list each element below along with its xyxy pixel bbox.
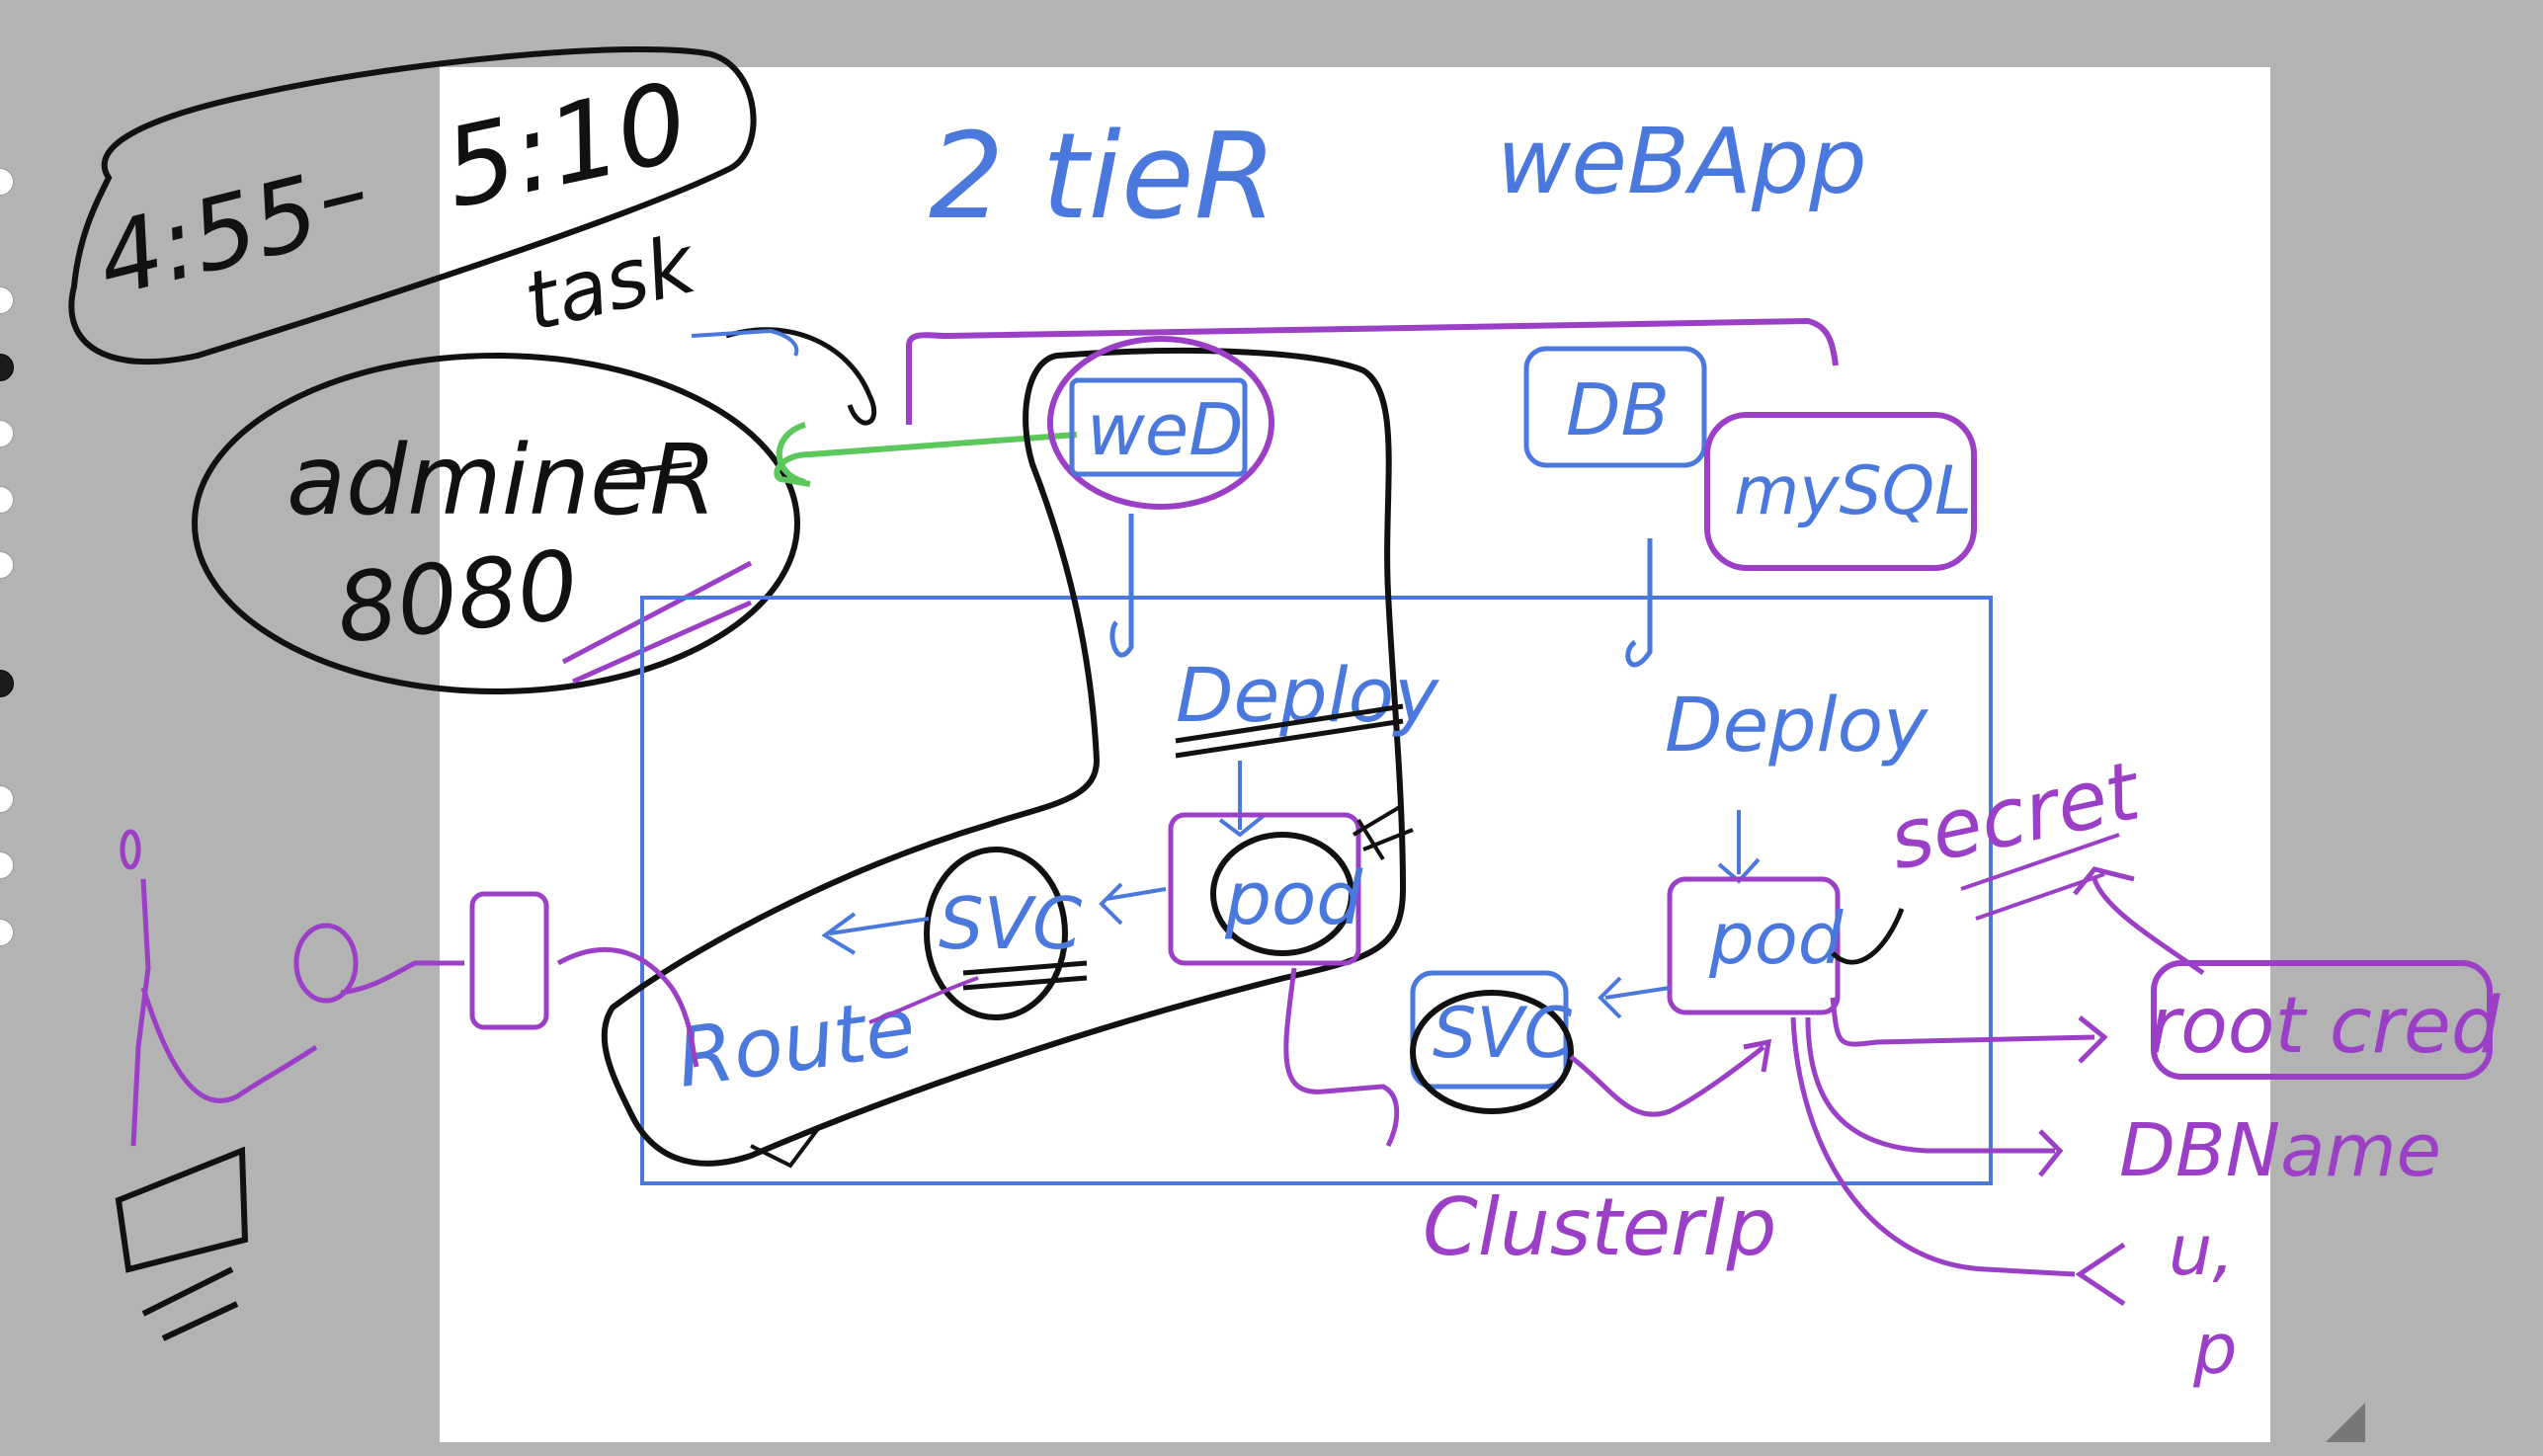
deploy-web-underline xyxy=(1175,703,1404,759)
svc-web-circle xyxy=(924,847,1068,1020)
pod-db-label: pod xyxy=(1708,897,1845,980)
web-node-box xyxy=(1069,377,1248,477)
web-to-deploy-arrow xyxy=(1109,514,1134,658)
tier-bracket xyxy=(906,317,1839,425)
pod-web-scribble xyxy=(1352,803,1414,861)
root-cred-box xyxy=(2151,960,2493,1080)
title-right: weBApp xyxy=(1497,109,1867,214)
page-corner-mark xyxy=(2326,1403,2365,1442)
db-name-label: DBName xyxy=(2119,1108,2441,1193)
pod-db-to-user-pass xyxy=(1790,1016,2126,1307)
pod-db-box xyxy=(1667,876,1841,1015)
web-tier-outline xyxy=(601,348,1407,1167)
adminer-underline xyxy=(602,461,693,477)
mobile-device-icon xyxy=(469,891,549,1030)
pod-db-to-root-cred xyxy=(1830,997,2108,1064)
green-connector xyxy=(774,422,1078,487)
svc-db-label: SVC xyxy=(1433,993,1572,1074)
deploy-to-pod-web-arrow xyxy=(1218,761,1267,838)
route-to-svc-line xyxy=(868,976,979,1024)
svc-web-label: SVC xyxy=(939,882,1083,965)
time-start: 4:55 xyxy=(87,153,330,319)
pod-db-hook xyxy=(1831,908,1905,965)
laptop-icon xyxy=(115,1146,249,1341)
user-figure-icon xyxy=(120,829,359,1147)
adminer-scribble-purple xyxy=(561,560,753,685)
adminer-bubble: admineR 8080 xyxy=(192,353,800,694)
web-node-circle xyxy=(1047,336,1274,510)
db-node-label: DB xyxy=(1566,368,1670,451)
pod-web-box xyxy=(1168,812,1361,966)
user-to-mobile-line xyxy=(340,960,464,996)
svc-db-to-pod-db-flow xyxy=(1569,1038,1772,1117)
deploy-web-label: Deploy xyxy=(1176,651,1439,739)
user-label: u, xyxy=(2169,1210,2235,1291)
pod-web-circle xyxy=(1210,832,1354,956)
root-cred-label: root cred xyxy=(2149,982,2501,1071)
svc-to-route-arrow xyxy=(821,912,930,955)
title-left: 2 tieR xyxy=(929,109,1276,246)
mobile-to-route-line xyxy=(556,946,699,1068)
adminer-port: 8080 xyxy=(332,529,584,665)
pod-web-label: pod xyxy=(1224,856,1363,941)
svc-db-circle xyxy=(1410,990,1574,1114)
web-node-label: weD xyxy=(1087,388,1244,471)
route-tick xyxy=(750,1124,822,1169)
db-node-box xyxy=(1523,346,1707,468)
pass-label: p xyxy=(2192,1309,2237,1390)
svc-web-scribble xyxy=(962,960,1088,991)
pod-db-to-db-name xyxy=(1805,1016,2064,1177)
adminer-label: admineR xyxy=(287,425,716,537)
db-to-deploy-arrow xyxy=(1625,538,1653,668)
mysql-node-label: mySQL xyxy=(1734,452,1972,530)
cluster-ip-label: ClusterIp xyxy=(1423,1181,1776,1273)
pod-to-svc-db-arrow xyxy=(1598,976,1671,1019)
mysql-node-box xyxy=(1704,412,1977,571)
pod-to-svc-web-arrow xyxy=(1099,882,1167,926)
deploy-db-label: Deploy xyxy=(1665,681,1928,768)
paper-sheet xyxy=(440,67,2270,1442)
pod-web-to-svc-db-flow xyxy=(1283,967,1400,1148)
cluster-boundary-box xyxy=(640,596,1993,1185)
task-tick xyxy=(691,328,799,357)
